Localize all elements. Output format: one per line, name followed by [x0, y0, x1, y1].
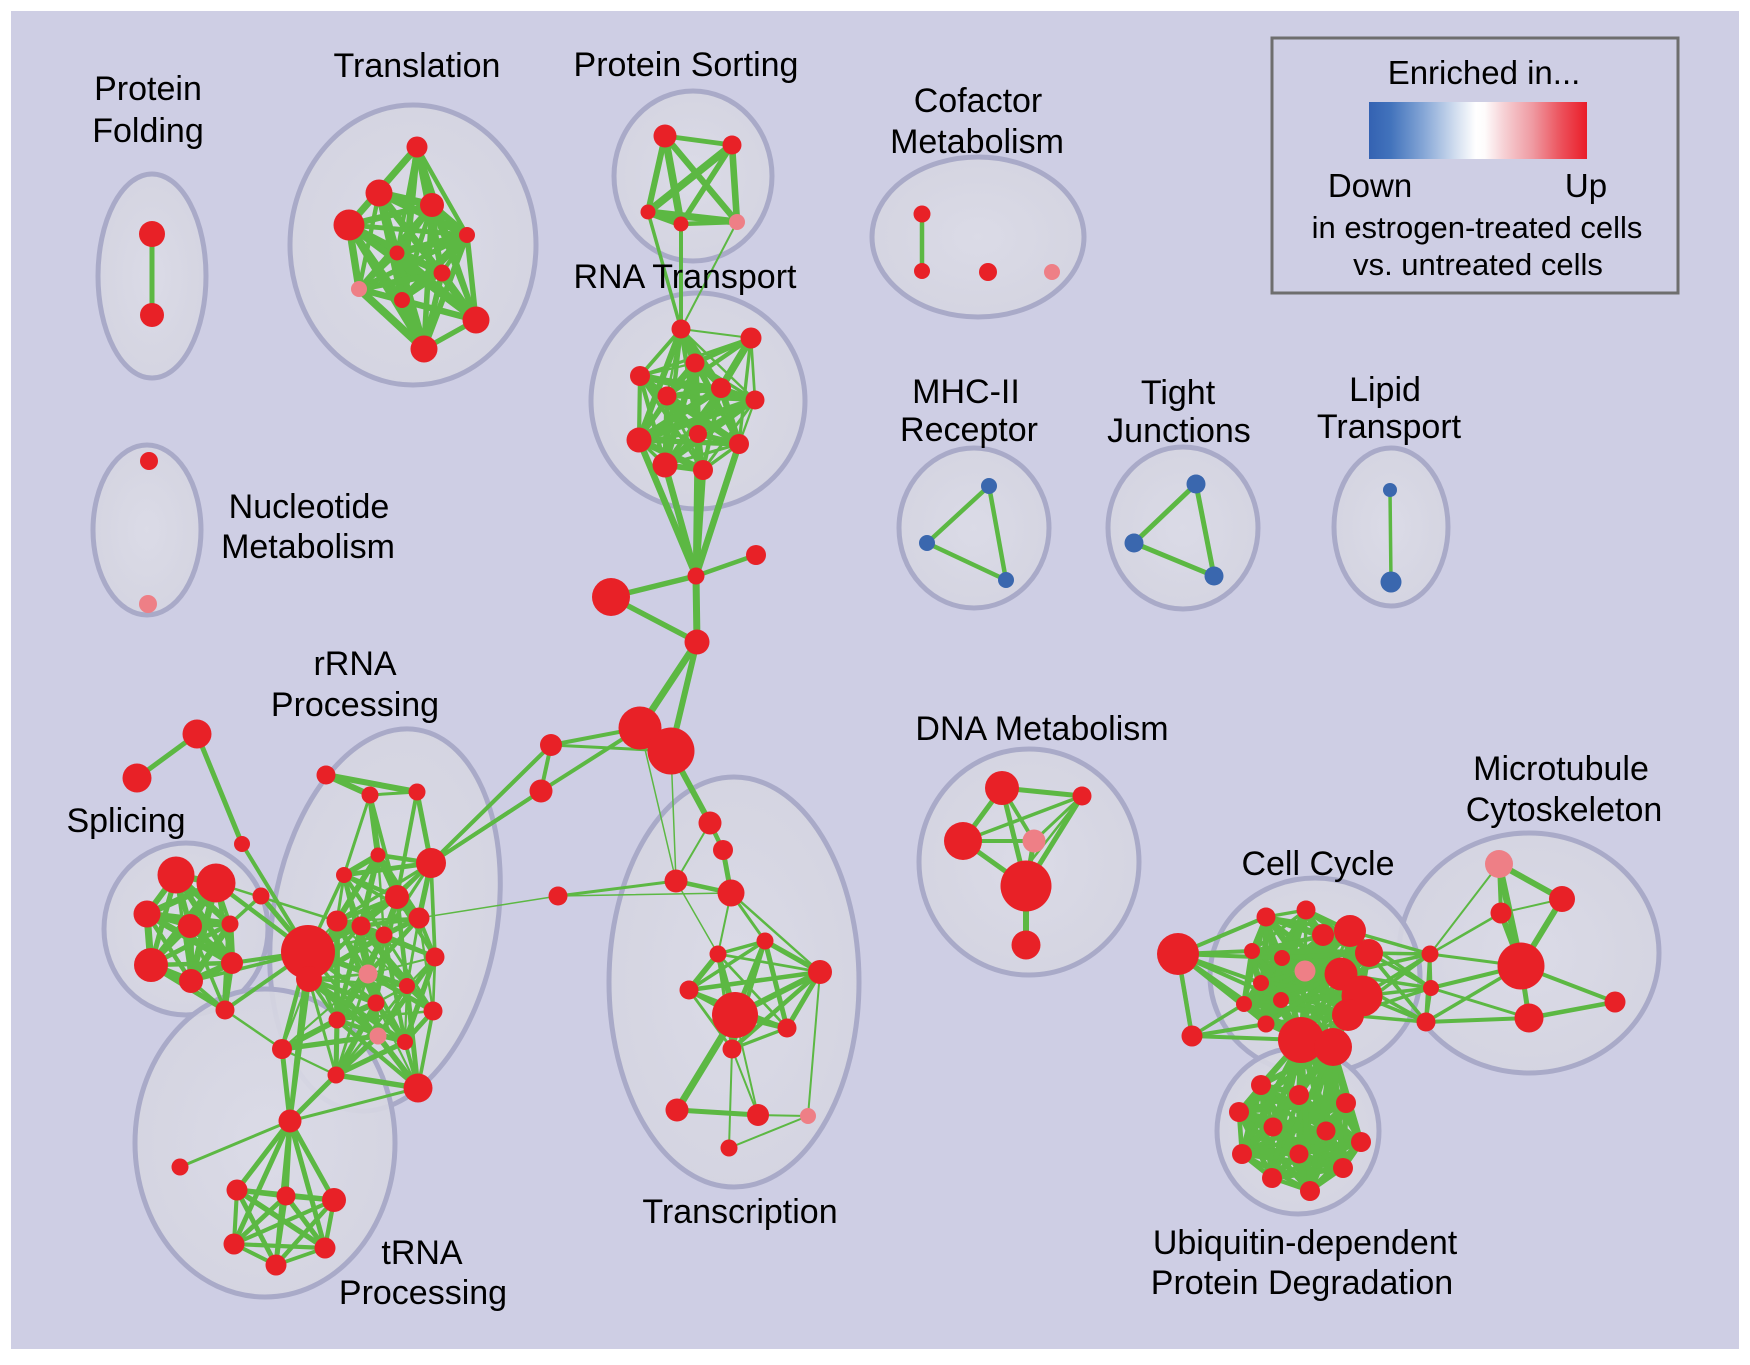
- svg-text:Nucleotide: Nucleotide: [229, 488, 390, 526]
- svg-text:in estrogen-treated cells: in estrogen-treated cells: [1312, 210, 1643, 245]
- svg-text:Translation: Translation: [334, 47, 501, 85]
- svg-text:Tight: Tight: [1141, 374, 1216, 412]
- svg-text:Protein Degradation: Protein Degradation: [1151, 1264, 1453, 1302]
- svg-text:Microtubule: Microtubule: [1473, 750, 1649, 788]
- svg-text:Up: Up: [1565, 167, 1607, 204]
- svg-text:Transcription: Transcription: [642, 1193, 837, 1231]
- svg-text:Processing: Processing: [339, 1274, 507, 1312]
- svg-text:Processing: Processing: [271, 686, 439, 724]
- svg-text:Cofactor: Cofactor: [914, 82, 1043, 120]
- svg-text:Protein: Protein: [94, 70, 202, 108]
- svg-text:Metabolism: Metabolism: [221, 528, 395, 566]
- svg-text:Transport: Transport: [1317, 408, 1462, 446]
- svg-text:Enriched in...: Enriched in...: [1388, 54, 1581, 91]
- svg-text:RNA Transport: RNA Transport: [574, 258, 798, 296]
- svg-text:rRNA: rRNA: [313, 645, 396, 683]
- svg-text:Lipid: Lipid: [1349, 371, 1421, 409]
- svg-text:Folding: Folding: [92, 112, 204, 150]
- svg-text:Splicing: Splicing: [66, 802, 185, 840]
- svg-text:Receptor: Receptor: [900, 411, 1038, 449]
- svg-text:Metabolism: Metabolism: [890, 123, 1064, 161]
- svg-text:Protein Sorting: Protein Sorting: [574, 46, 799, 84]
- svg-text:vs. untreated cells: vs. untreated cells: [1353, 247, 1603, 282]
- svg-text:MHC-II: MHC-II: [912, 373, 1020, 411]
- svg-text:Cytoskeleton: Cytoskeleton: [1466, 791, 1663, 829]
- svg-text:Junctions: Junctions: [1107, 412, 1251, 450]
- svg-text:Down: Down: [1328, 167, 1412, 204]
- svg-text:tRNA: tRNA: [381, 1234, 463, 1272]
- svg-text:Cell Cycle: Cell Cycle: [1241, 845, 1394, 883]
- svg-text:DNA Metabolism: DNA Metabolism: [915, 710, 1168, 748]
- svg-text:Ubiquitin-dependent: Ubiquitin-dependent: [1153, 1224, 1458, 1262]
